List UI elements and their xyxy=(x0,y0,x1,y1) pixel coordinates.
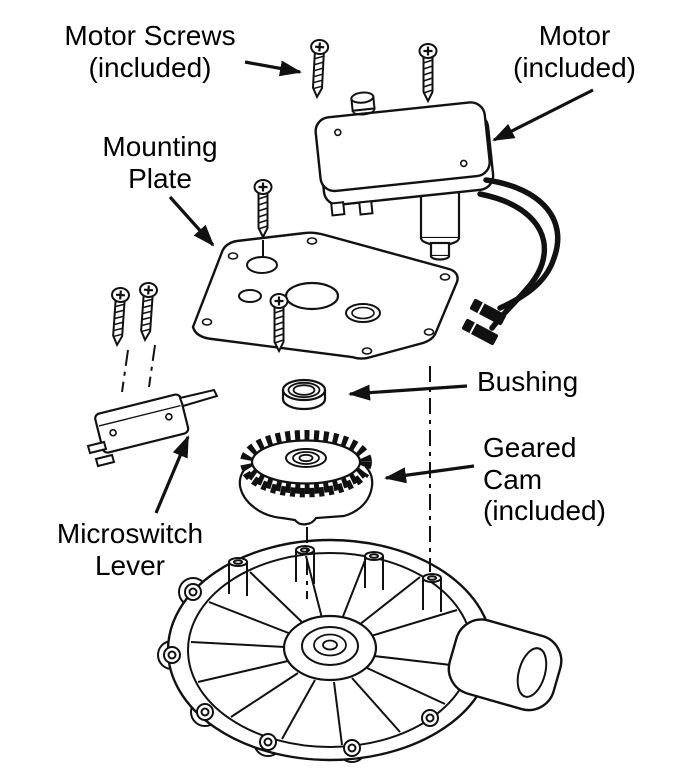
centerlines xyxy=(121,240,431,599)
motor-body xyxy=(314,91,495,217)
gear-housing-shape xyxy=(157,538,563,763)
motor-shaft xyxy=(419,184,461,261)
microswitch-lever-label: Microswitch Lever xyxy=(56,518,204,581)
mounting-plate-label: Mounting Plate xyxy=(102,131,218,194)
motor-screw-a xyxy=(307,38,330,99)
arrow-microswitch-lever xyxy=(154,435,190,514)
arrow-bushing xyxy=(348,384,468,401)
motor-screws-label: Motor Screws (included) xyxy=(64,20,236,83)
mounting-plate-shape xyxy=(191,231,459,360)
arrow-geared-cam xyxy=(384,464,475,484)
arrow-mounting-plate xyxy=(168,195,215,247)
motor-wires xyxy=(477,177,561,331)
arrow-motor-screws xyxy=(244,60,302,77)
bushing-shape xyxy=(281,378,327,411)
motor-label: Motor (included) xyxy=(513,20,636,83)
microswitch-screw-a xyxy=(107,286,131,347)
plate-screw xyxy=(253,178,273,239)
bushing-label: Bushing xyxy=(477,366,579,397)
microswitch-lever-shape xyxy=(178,388,219,408)
motor-screw-b xyxy=(418,42,438,103)
geared-cam-label: Geared Cam (included) xyxy=(483,432,606,527)
arrow-motor xyxy=(492,88,594,142)
wire-connectors xyxy=(461,298,507,346)
geared-cam-shape xyxy=(238,430,374,526)
microswitch-screw-b xyxy=(135,281,159,342)
microswitch-shape xyxy=(86,393,190,468)
